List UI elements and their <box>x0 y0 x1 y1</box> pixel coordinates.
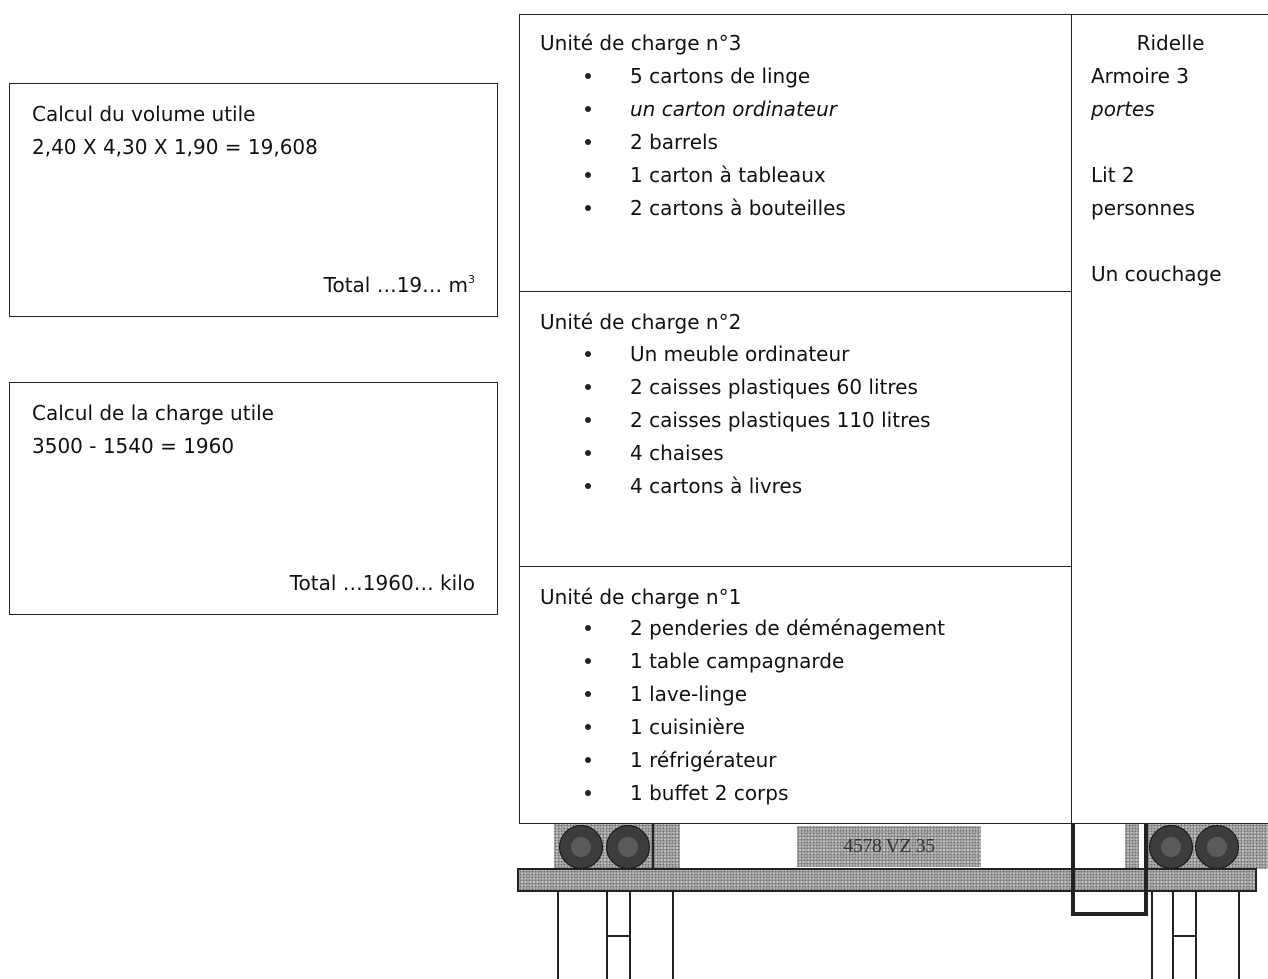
wheel-icon <box>1195 825 1239 869</box>
left-leg-outer <box>557 892 559 979</box>
list-item: 1 lave-linge <box>585 678 945 711</box>
ridelle-title: Ridelle <box>1136 31 1205 55</box>
unit-2-title: Unité de charge n°2 <box>540 310 742 334</box>
ridelle-line: Armoire 3 <box>1091 64 1189 88</box>
list-item: 2 caisses plastiques 60 litres <box>585 371 931 404</box>
volume-total-text: Total …19… m <box>323 273 468 297</box>
ridelle-line: Un couchage <box>1091 262 1222 286</box>
left-leg-far <box>672 892 674 979</box>
charge-calc-total: Total …1960… kilo <box>289 571 475 595</box>
unit-box-2: Unité de charge n°2 Un meuble ordinateur… <box>519 291 1073 568</box>
list-item: 2 penderies de déménagement <box>585 612 945 645</box>
list-item: 5 cartons de linge <box>585 60 846 93</box>
list-item: 1 carton à tableaux <box>585 159 846 192</box>
list-item: 2 cartons à bouteilles <box>585 192 846 225</box>
charge-calc-box: Calcul de la charge utile 3500 - 1540 = … <box>9 382 498 615</box>
left-housing-divider <box>652 824 654 869</box>
ridelle-line: portes <box>1091 97 1155 121</box>
rear-bracket-block <box>1125 824 1139 869</box>
wheel-icon <box>559 825 603 869</box>
list-item: 4 cartons à livres <box>585 470 931 503</box>
unit-1-list: 2 penderies de déménagement 1 table camp… <box>585 612 945 810</box>
list-item: 2 caisses plastiques 110 litres <box>585 404 931 437</box>
volume-calc-box: Calcul du volume utile 2,40 X 4,30 X 1,9… <box>9 83 498 317</box>
list-item: 1 réfrigérateur <box>585 744 945 777</box>
right-leg-crossbar <box>1172 935 1197 937</box>
right-leg-far <box>1238 892 1240 979</box>
charge-calc-title: Calcul de la charge utile <box>32 401 274 425</box>
hitch-bracket-bottom <box>1071 912 1148 916</box>
list-item: 2 barrels <box>585 126 846 159</box>
ridelle-column: Ridelle Armoire 3 portes Lit 2 personnes… <box>1071 14 1268 824</box>
wheel-icon <box>1149 825 1193 869</box>
volume-total-exponent: 3 <box>468 273 475 286</box>
list-item: 4 chaises <box>585 437 931 470</box>
right-leg-outer <box>1151 892 1153 979</box>
list-item: 1 buffet 2 corps <box>585 777 945 810</box>
wheel-icon <box>606 825 650 869</box>
license-plate: 4578 VZ 35 <box>797 826 981 867</box>
list-item: un carton ordinateur <box>585 93 846 126</box>
list-item: Un meuble ordinateur <box>585 338 931 371</box>
ridelle-line: personnes <box>1091 196 1195 220</box>
charge-calc-formula: 3500 - 1540 = 1960 <box>32 434 235 458</box>
hitch-bracket-right <box>1144 824 1148 916</box>
unit-2-list: Un meuble ordinateur 2 caisses plastique… <box>585 338 931 503</box>
unit-box-1: Unité de charge n°1 2 penderies de démén… <box>519 566 1073 824</box>
list-item: 1 cuisinière <box>585 711 945 744</box>
volume-calc-total: Total …19… m3 <box>324 269 475 302</box>
unit-3-list: 5 cartons de linge un carton ordinateur … <box>585 60 846 225</box>
volume-calc-title: Calcul du volume utile <box>32 102 256 126</box>
volume-calc-formula: 2,40 X 4,30 X 1,90 = 19,608 <box>32 135 318 159</box>
hitch-bracket-left <box>1071 824 1075 916</box>
list-item: 1 table campagnarde <box>585 645 945 678</box>
unit-1-title: Unité de charge n°1 <box>540 585 742 609</box>
left-leg-crossbar <box>606 935 631 937</box>
unit-box-3: Unité de charge n°3 5 cartons de linge u… <box>519 14 1073 293</box>
ridelle-line: Lit 2 <box>1091 163 1135 187</box>
unit-3-title: Unité de charge n°3 <box>540 31 742 55</box>
